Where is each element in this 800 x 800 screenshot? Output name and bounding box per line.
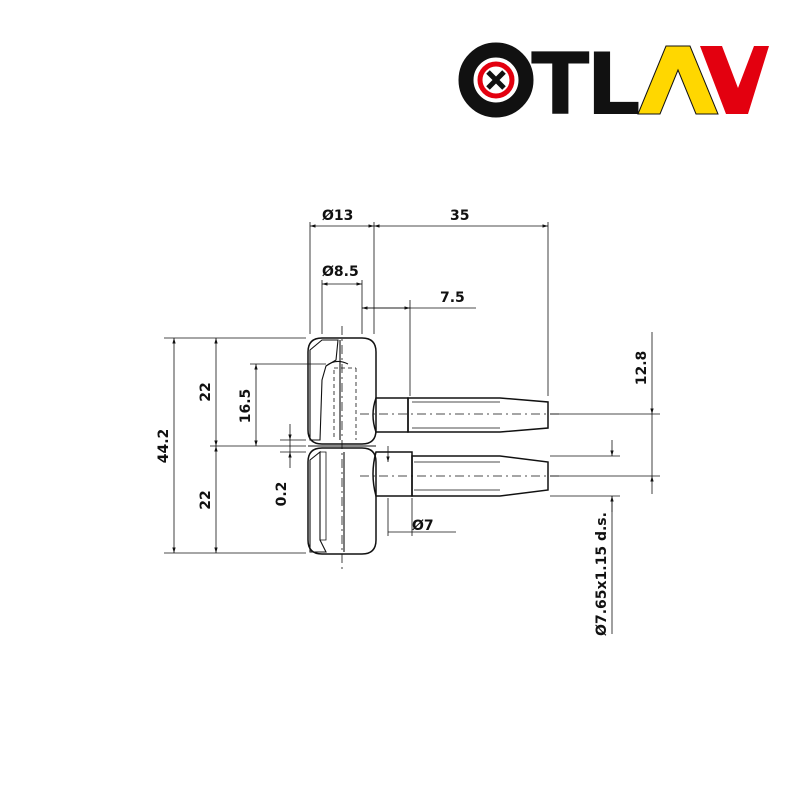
- dim-height-22-bottom: 22: [198, 490, 214, 509]
- dim-length-7-5: 7.5: [440, 290, 465, 306]
- logo-letter-t: T: [531, 42, 590, 118]
- dim-pin-spec: Ø7.65x1.15 d.s.: [594, 512, 610, 636]
- logo-letter-a-shape: [637, 45, 719, 115]
- hinge-body: [307, 326, 377, 572]
- dim-diameter-8-5: Ø8.5: [322, 264, 359, 280]
- logo-letter-v-shape: [700, 46, 769, 114]
- upper-pin: [360, 397, 560, 433]
- extension-lines: [164, 222, 660, 554]
- dim-height-22-top: 22: [198, 382, 214, 401]
- dim-diameter-13: Ø13: [322, 208, 353, 224]
- logo-letter-l: L: [586, 42, 641, 118]
- dim-offset-12-8: 12.8: [634, 351, 650, 386]
- dim-height-44-2: 44.2: [156, 429, 172, 464]
- dim-length-35: 35: [450, 208, 469, 224]
- dim-diameter-7: Ø7: [412, 518, 434, 534]
- dim-gap-0-2: 0.2: [274, 482, 290, 507]
- lower-pin: [360, 451, 560, 497]
- otlav-logo: T L: [458, 42, 769, 118]
- dimension-lines: [172, 224, 654, 634]
- logo-emblem-icon: [458, 42, 534, 118]
- dim-height-16-5: 16.5: [238, 389, 254, 424]
